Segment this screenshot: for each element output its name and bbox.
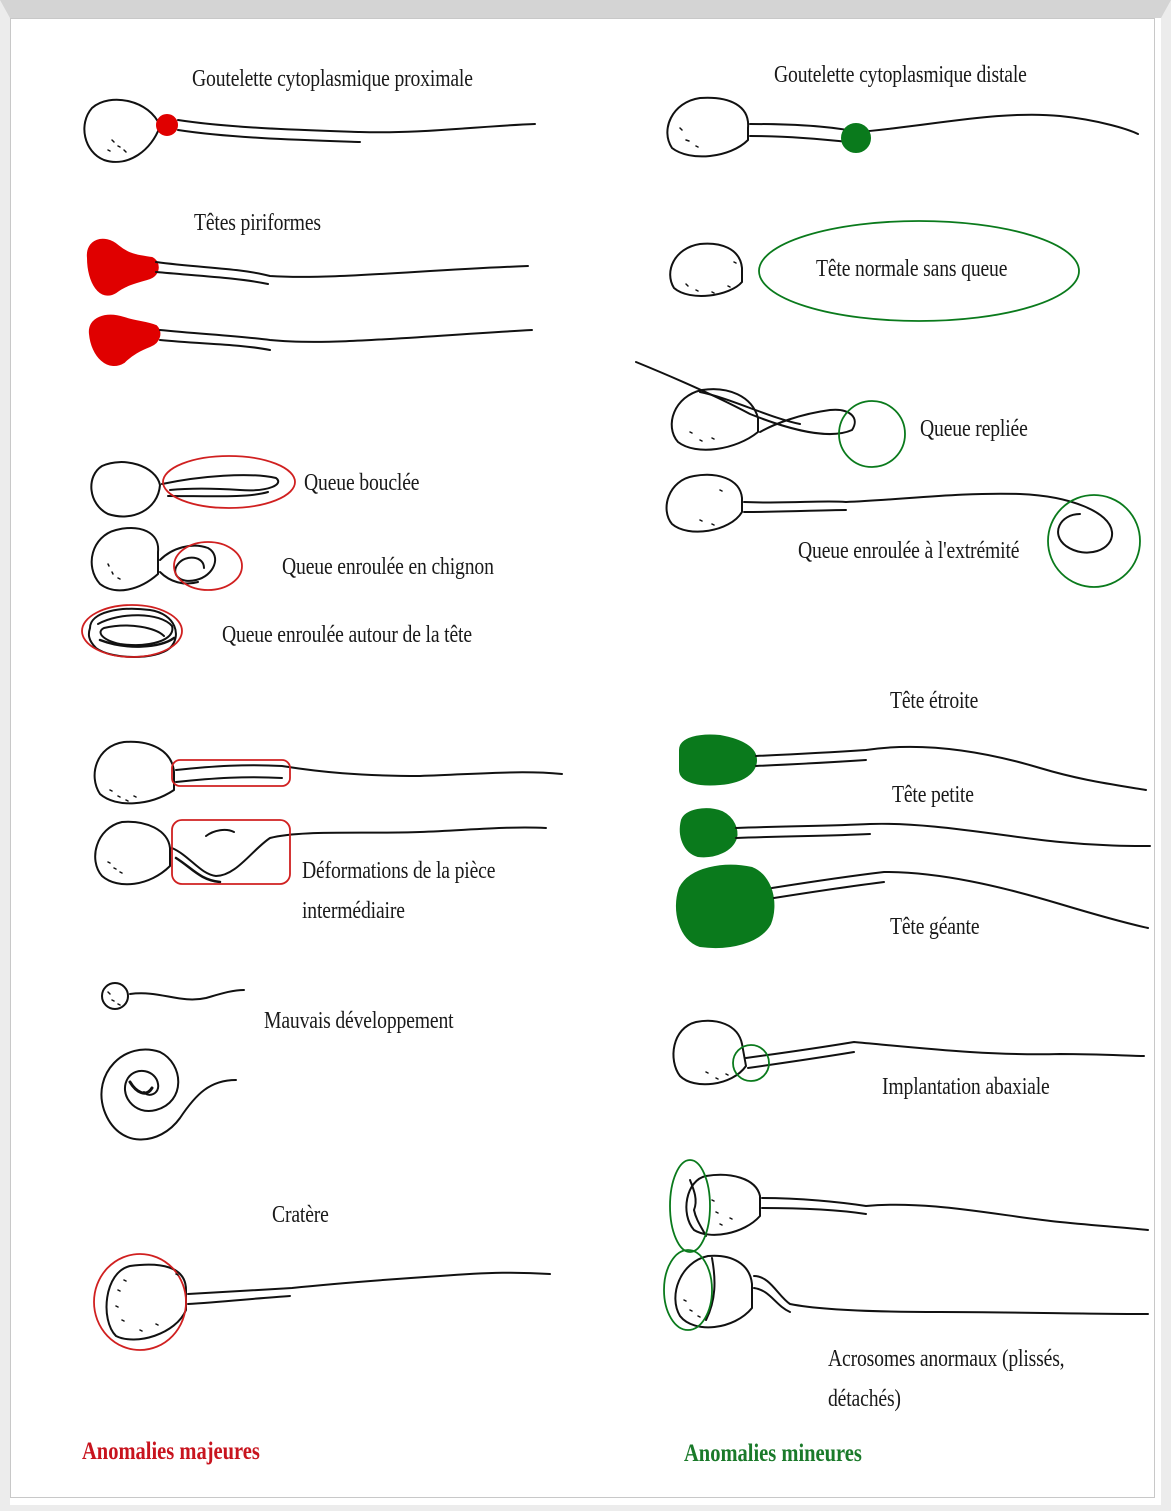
label-abaxial: Implantation abaxiale: [882, 1074, 1050, 1101]
label-bad-development: Mauvais développement: [264, 1008, 453, 1035]
label-midpiece-line1: Déformations de la pièce: [302, 858, 495, 885]
abnormal-acrosome-sperm-2: [664, 1250, 1148, 1330]
label-giant-head: Tête géante: [890, 914, 979, 941]
small-head-sperm: [681, 809, 1150, 856]
proximal-droplet-mark: [157, 115, 177, 135]
tail-around-head-sperm: [82, 605, 182, 657]
label-coiled-tip: Queue enroulée à l'extrémité: [798, 538, 1019, 565]
crater-sperm: [94, 1254, 550, 1350]
label-folded-tail: Queue repliée: [920, 416, 1028, 443]
looped-tail-sperm: [91, 456, 295, 516]
distal-droplet-sperm: [667, 98, 1138, 157]
midpiece-deformation-sperm-1: [95, 742, 562, 804]
label-crater: Cratère: [272, 1202, 329, 1229]
legend-minor-anomalies: Anomalies mineures: [684, 1440, 862, 1468]
label-proximal-droplet: Goutelette cytoplasmique proximale: [192, 66, 473, 93]
label-acrosome-line1: Acrosomes anormaux (plissés,: [828, 1346, 1064, 1373]
label-distal-droplet: Goutelette cytoplasmique distale: [774, 62, 1027, 89]
label-looped-tail: Queue bouclée: [304, 470, 419, 497]
legend-major-anomalies: Anomalies majeures: [82, 1438, 260, 1466]
label-tail-around-head: Queue enroulée autour de la tête: [222, 622, 472, 649]
pyriform-sperm-1: [88, 240, 528, 295]
bun-tail-sperm: [92, 528, 242, 590]
label-bun-tail: Queue enroulée en chignon: [282, 554, 494, 581]
abnormal-acrosome-sperm-1: [670, 1160, 1148, 1252]
label-detached-head: Tête normale sans queue: [816, 256, 1007, 283]
coiled-tip-sperm: [667, 475, 1140, 587]
bad-development-sperm: [101, 983, 244, 1140]
label-pyriform-heads: Têtes piriformes: [194, 210, 321, 237]
label-narrow-head: Tête étroite: [890, 688, 978, 715]
folded-tail-sperm: [636, 362, 905, 467]
label-small-head: Tête petite: [892, 782, 974, 809]
label-acrosome-line2: détachés): [828, 1386, 901, 1413]
distal-droplet-mark: [842, 124, 870, 152]
proximal-droplet-sperm: [84, 100, 535, 162]
label-midpiece-line2: intermédiaire: [302, 898, 405, 925]
pyriform-sperm-2: [90, 316, 532, 365]
